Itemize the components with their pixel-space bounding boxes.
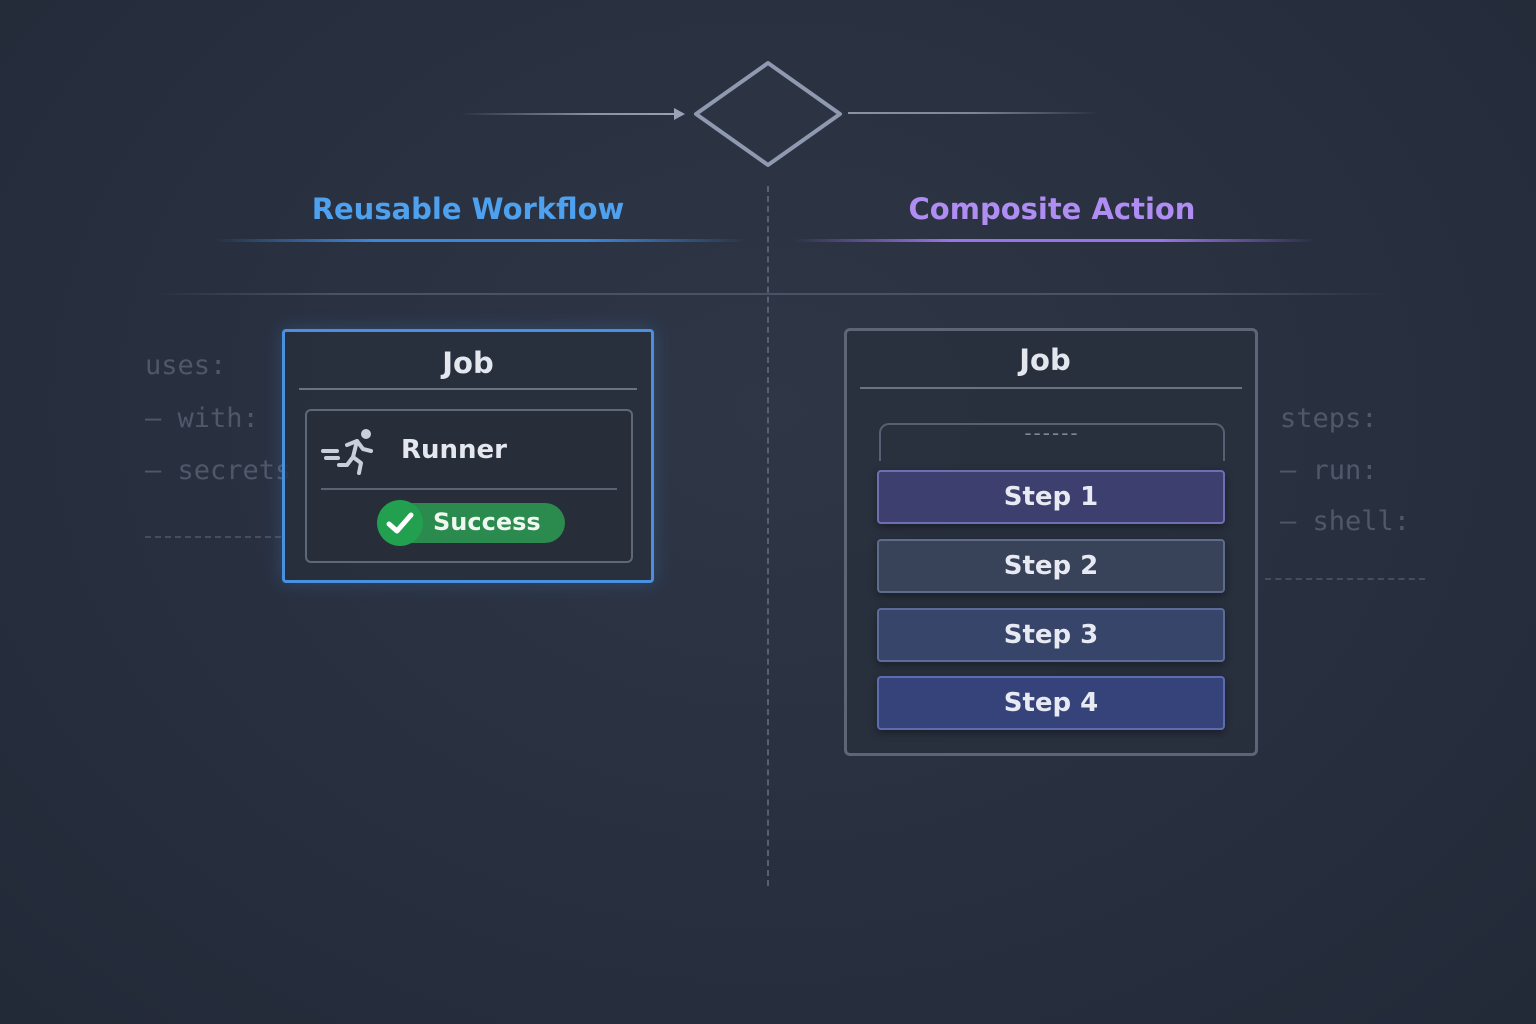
job-title-rule	[299, 388, 637, 390]
reusable-workflow-underline	[215, 239, 745, 242]
step-3[interactable]: Step 3	[877, 608, 1225, 662]
connector-line-left	[460, 113, 682, 115]
composite-job-title: Job	[1019, 343, 1071, 377]
composite-job-box[interactable]: Job ------ Step 1 Step 2 Step 3 Step 4	[844, 328, 1258, 756]
runner-label: Runner	[401, 435, 508, 465]
code-line-run: – run:	[1280, 455, 1378, 486]
reusable-job-title: Job	[442, 346, 494, 380]
job-title-rule	[860, 387, 1242, 389]
code-line-with: – with:	[145, 403, 259, 434]
composite-action-heading: Composite Action	[908, 192, 1196, 226]
step-4[interactable]: Step 4	[877, 676, 1225, 730]
runner-box[interactable]: Runner Success	[305, 409, 633, 563]
step-2[interactable]: Step 2	[877, 539, 1225, 593]
runner-divider	[321, 488, 617, 490]
connector-line-right	[848, 112, 1098, 114]
code-line-steps: steps:	[1280, 403, 1378, 434]
check-icon	[377, 500, 423, 546]
frame-marker: ------	[1024, 421, 1080, 445]
step-1[interactable]: Step 1	[877, 470, 1225, 524]
code-line-secrets: – secrets	[145, 455, 292, 486]
steps-frame: ------	[879, 421, 1225, 461]
reusable-job-box[interactable]: Job Runner Success	[282, 329, 654, 583]
status-badge: Success	[377, 500, 565, 546]
composite-action-underline	[795, 239, 1315, 242]
code-dashed-rule-left	[145, 536, 281, 538]
code-line-uses: uses:	[145, 350, 227, 381]
horizontal-separator	[150, 293, 1390, 295]
code-dashed-rule-right	[1265, 578, 1425, 580]
runner-icon	[321, 429, 373, 475]
arrow-head-icon	[674, 108, 685, 120]
reusable-workflow-heading: Reusable Workflow	[311, 192, 625, 226]
vertical-divider	[767, 186, 769, 886]
decision-diamond	[694, 61, 842, 167]
code-line-shell: – shell:	[1280, 506, 1411, 537]
status-label: Success	[433, 508, 541, 536]
